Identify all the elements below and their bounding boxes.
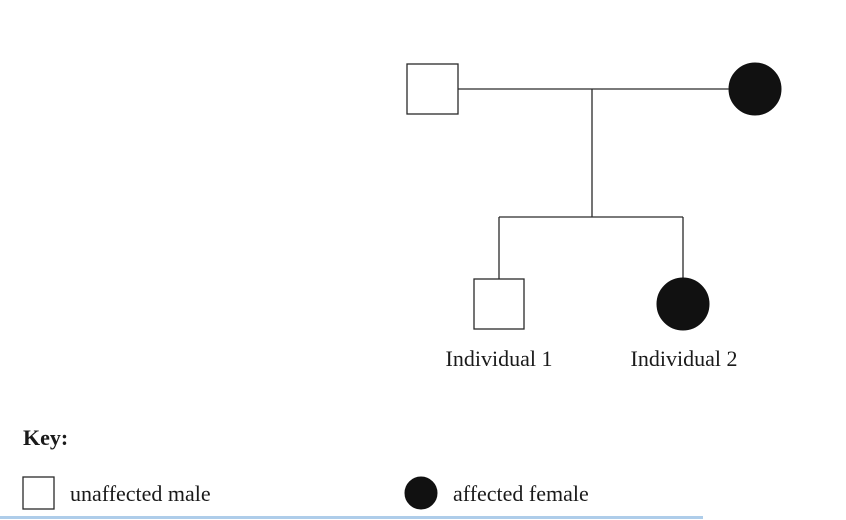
bottom-divider bbox=[0, 516, 703, 519]
key-unaffected-male-label: unaffected male bbox=[70, 481, 211, 506]
key-unaffected-male-symbol bbox=[22, 476, 55, 510]
key-title: Key: bbox=[23, 425, 68, 450]
mother-affected-female-symbol bbox=[728, 62, 782, 116]
individual-2-affected-female-symbol bbox=[656, 277, 710, 331]
key-affected-female-label: affected female bbox=[453, 481, 589, 506]
individual-2-label: Individual 2 bbox=[631, 346, 738, 371]
individual-1-unaffected-male-symbol bbox=[473, 278, 525, 330]
father-unaffected-male-symbol bbox=[406, 63, 459, 115]
key-affected-female-symbol bbox=[404, 476, 438, 510]
individual-1-label: Individual 1 bbox=[446, 346, 553, 371]
